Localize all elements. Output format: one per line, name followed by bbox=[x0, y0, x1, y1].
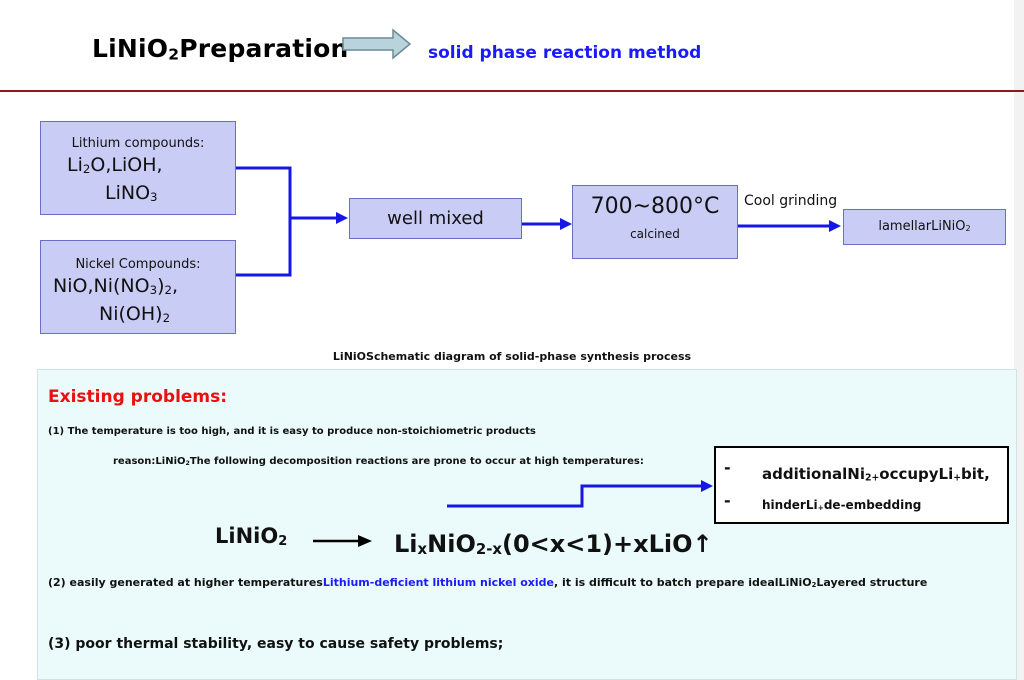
page-title: LiNiO2Preparation bbox=[92, 34, 349, 64]
temperature-label: 700~800°C bbox=[590, 194, 720, 219]
merge-connector bbox=[236, 166, 338, 277]
method-label: solid phase reaction method bbox=[428, 43, 702, 63]
equation-reactant: LiNiO2 bbox=[215, 524, 288, 549]
reaction-arrow-icon bbox=[358, 535, 372, 547]
arrow-to-mix-icon bbox=[336, 212, 348, 224]
consequence-1: additionalNi2+occupyLi+bit, bbox=[762, 465, 990, 484]
equation-products: LixNiO2-x(0<x<1)+xLiO↑ bbox=[394, 530, 713, 559]
problem-3: (3) poor thermal stability, easy to caus… bbox=[48, 636, 504, 652]
problems-heading: Existing problems: bbox=[48, 387, 228, 407]
product-box: lamellarLiNiO2 bbox=[843, 209, 1006, 245]
reason-text: reason:LiNiO2The following decomposition… bbox=[113, 456, 644, 467]
arrow-to-product-icon bbox=[829, 220, 841, 232]
problem-1: (1) The temperature is too high, and it … bbox=[48, 426, 536, 437]
arrow-to-results-icon bbox=[701, 480, 713, 492]
consequences-box bbox=[714, 446, 1009, 524]
well-mixed-box: well mixed bbox=[349, 198, 522, 239]
problems-panel bbox=[37, 369, 1017, 680]
lithium-compounds-box: Lithium compounds: Li2O,LiOH, LiNO3 bbox=[40, 121, 236, 215]
lithium-label: Lithium compounds: bbox=[71, 136, 205, 151]
calcination-box: 700~800°C calcined bbox=[572, 185, 738, 259]
consequence-2: hinderLi+de-embedding bbox=[762, 498, 922, 513]
arrow-to-calcine-icon bbox=[560, 218, 572, 230]
nickel-formula-1: NiO,Ni(NO3)2, bbox=[53, 275, 179, 297]
header-divider bbox=[0, 90, 1024, 92]
diagram-caption: LiNiOSchematic diagram of solid-phase sy… bbox=[332, 350, 692, 363]
nickel-label: Nickel Compounds: bbox=[75, 257, 201, 272]
consequence-bullet-1: - bbox=[724, 458, 731, 477]
lithium-formula-1: Li2O,LiOH, bbox=[67, 154, 163, 176]
cool-grinding-label: Cool grinding bbox=[744, 193, 838, 209]
problem-2: (2) easily generated at higher temperatu… bbox=[48, 576, 928, 590]
nickel-formula-2: Ni(OH)2 bbox=[99, 302, 171, 325]
consequence-bullet-2: - bbox=[724, 491, 731, 510]
window-edge bbox=[1014, 0, 1024, 680]
calcined-label: calcined bbox=[630, 227, 680, 241]
nickel-compounds-box: Nickel Compounds: NiO,Ni(NO3)2, Ni(OH)2 bbox=[40, 240, 236, 334]
lithium-formula-2: LiNO3 bbox=[105, 181, 158, 204]
header-arrow-icon bbox=[342, 28, 412, 60]
